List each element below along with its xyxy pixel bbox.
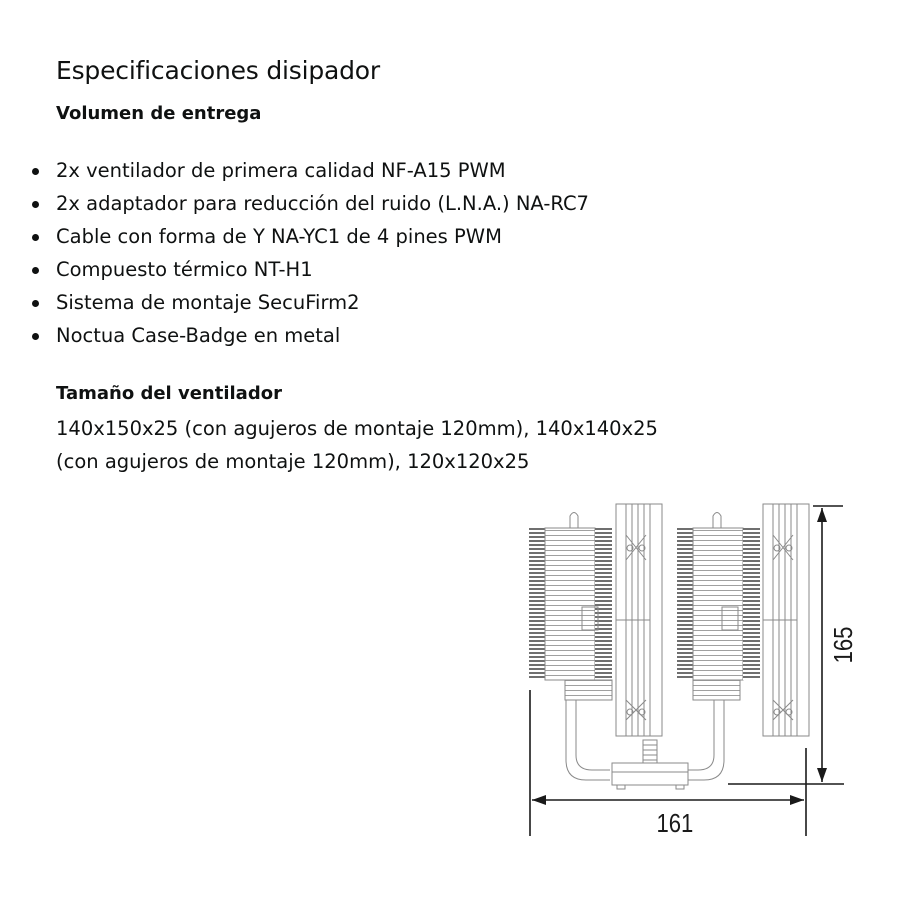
cooler-dimension-diagram: 161 165 xyxy=(500,490,880,860)
bullet-icon xyxy=(32,168,39,175)
list-item: Cable con forma de Y NA-YC1 de 4 pines P… xyxy=(32,220,589,253)
bullet-icon xyxy=(32,234,39,241)
list-item: 2x ventilador de primera calidad NF-A15 … xyxy=(32,154,589,187)
list-item: Compuesto térmico NT-H1 xyxy=(32,253,589,286)
bullet-icon xyxy=(32,333,39,340)
cooler-drawing-icon: 161 165 xyxy=(529,503,858,838)
height-dimension-label: 165 xyxy=(829,627,858,664)
list-item: Noctua Case-Badge en metal xyxy=(32,319,589,352)
bullet-icon xyxy=(32,267,39,274)
bullet-icon xyxy=(32,300,39,307)
delivery-list: 2x ventilador de primera calidad NF-A15 … xyxy=(28,154,589,352)
delivery-section-heading: Volumen de entrega xyxy=(56,103,262,124)
list-item: Sistema de montaje SecuFirm2 xyxy=(32,286,589,319)
bullet-icon xyxy=(32,201,39,208)
fan-size-heading: Tamaño del ventilador xyxy=(56,383,282,404)
fan-size-text: 140x150x25 (con agujeros de montaje 120m… xyxy=(56,417,658,473)
page-title: Especificaciones disipador xyxy=(56,56,380,85)
list-item: 2x adaptador para reducción del ruido (L… xyxy=(32,187,589,220)
width-dimension-label: 161 xyxy=(656,809,693,838)
